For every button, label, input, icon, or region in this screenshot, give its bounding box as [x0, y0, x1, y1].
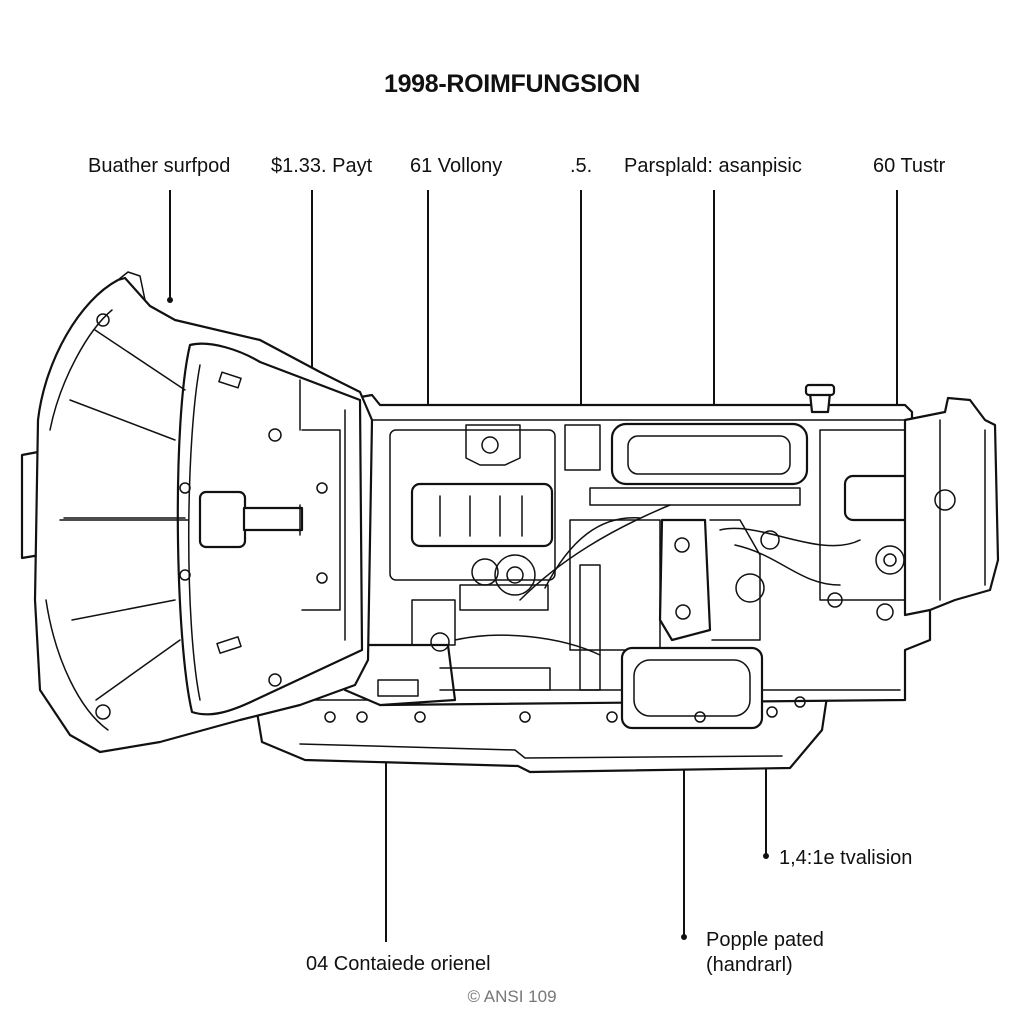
label-tustr: 60 Tustr — [873, 155, 946, 177]
label-payt: $1.33. Payt — [271, 155, 373, 177]
label-popple-pated-line2: (handrarl) — [706, 954, 793, 976]
label-buather-surfpod: Buather surfpod — [88, 155, 231, 177]
label-popple-pated: Popple pated (handrarl) — [706, 928, 824, 978]
label-popple-pated-line1: Popple pated — [706, 929, 824, 951]
diagram-title: 1998-ROIMFUNGSION — [383, 70, 641, 98]
tail-housing — [903, 396, 1000, 617]
bell-housing — [20, 271, 374, 754]
footer-watermark: © ANSI 109 — [467, 987, 557, 1006]
main-case — [324, 383, 932, 730]
label-parsplald: Parsplald: asanpisic — [624, 155, 802, 177]
label-contaiede-orienel: 04 Contaiede orienel — [306, 953, 491, 975]
label-tvalision: 1,4:1e tvalision — [779, 847, 913, 869]
label-vollony: 61 Vollony — [410, 155, 503, 177]
label-dot-five: .5. — [570, 155, 593, 177]
